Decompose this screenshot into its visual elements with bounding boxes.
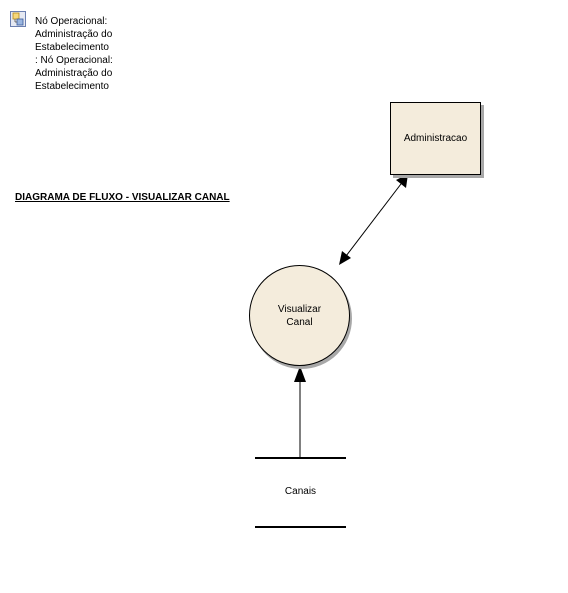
process-visualizar-canal[interactable]: Visualizar Canal bbox=[249, 265, 350, 366]
package-icon bbox=[10, 11, 26, 27]
process-label-line2: Canal bbox=[286, 316, 313, 328]
arrowhead-process-bottom bbox=[294, 366, 306, 382]
arrowhead-process-top bbox=[339, 251, 351, 265]
arrowhead-admin bbox=[396, 174, 408, 188]
diagram-title: DIAGRAMA DE FLUXO - VISUALIZAR CANAL bbox=[15, 192, 230, 203]
node-label: Nó Operacional: Administração do Estabel… bbox=[35, 16, 113, 92]
flow-admin-process bbox=[342, 179, 405, 261]
entity-label: Administracao bbox=[403, 133, 468, 144]
external-entity-administracao[interactable]: Administracao bbox=[390, 102, 481, 175]
data-store-canais[interactable]: Canais bbox=[284, 486, 317, 497]
process-label-line1: Visualizar bbox=[277, 303, 322, 315]
